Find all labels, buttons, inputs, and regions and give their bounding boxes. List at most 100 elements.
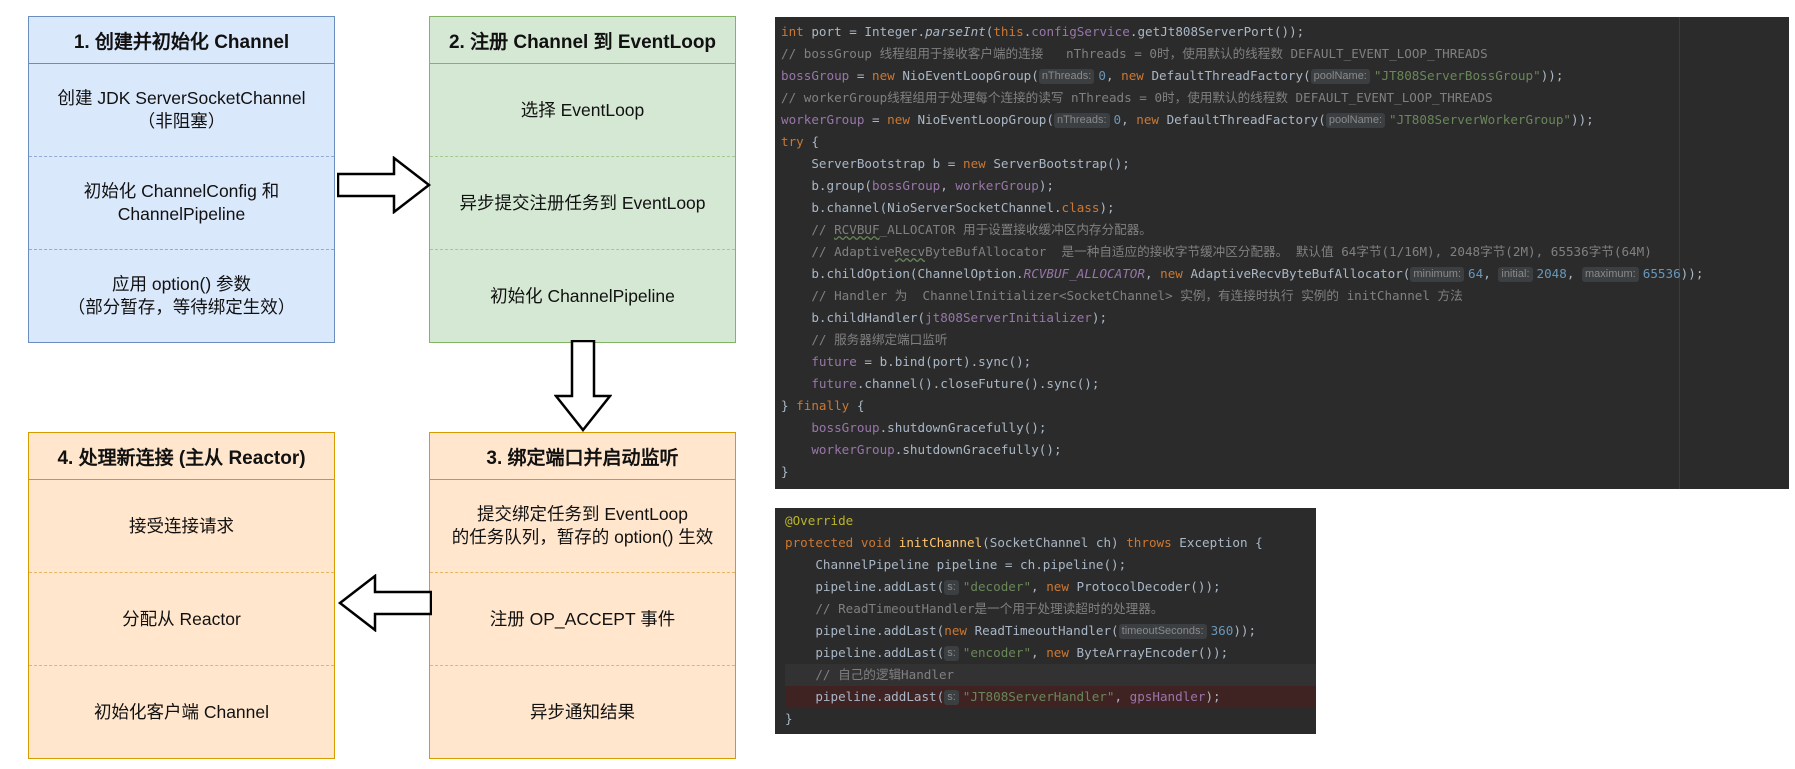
code-token: = bbox=[864, 112, 888, 127]
arrow-right-icon bbox=[337, 156, 432, 214]
stage-1-title: 1. 创建并初始化 Channel bbox=[29, 17, 334, 64]
code-token: pipeline.addLast( bbox=[785, 623, 945, 638]
code-line: b.childOption(ChannelOption.RCVBUF_ALLOC… bbox=[781, 263, 1789, 285]
code-line: } bbox=[781, 461, 1789, 483]
stage-2-step-3: 初始化 ChannelPipeline bbox=[430, 249, 735, 342]
code-line: pipeline.addLast(s:"decoder", new Protoc… bbox=[785, 576, 1316, 598]
stage-4-step-2: 分配从 Reactor bbox=[29, 572, 334, 665]
code-token: "encoder" bbox=[962, 645, 1032, 660]
code-token: ServerBootstrap(); bbox=[985, 156, 1130, 171]
code-token: b.childHandler( bbox=[781, 310, 926, 325]
code-token: this bbox=[993, 24, 1024, 39]
code-line: bossGroup = new NioEventLoopGroup(nThrea… bbox=[781, 65, 1789, 87]
arrow-down-icon bbox=[554, 340, 612, 432]
code-token: )); bbox=[1233, 623, 1257, 638]
code-token: = b.bind(port).sync(); bbox=[856, 354, 1032, 369]
code-line: // ReadTimeoutHandler是一个用于处理读超时的处理器。 bbox=[785, 598, 1316, 620]
stage-3-title: 3. 绑定端口并启动监听 bbox=[430, 433, 735, 480]
code-token: class bbox=[1061, 200, 1100, 215]
code-token: ByteArrayEncoder()); bbox=[1068, 645, 1229, 660]
code-token bbox=[781, 442, 811, 457]
code-token: new bbox=[1136, 112, 1160, 127]
stage-3-box: 3. 绑定端口并启动监听 提交绑定任务到 EventLoop 的任务队列，暂存的… bbox=[429, 432, 736, 759]
code-panel-bootstrap: int port = Integer.parseInt(this.configS… bbox=[775, 17, 1789, 489]
code-token: , bbox=[940, 178, 956, 193]
code-line: int port = Integer.parseInt(this.configS… bbox=[781, 21, 1789, 43]
code-line: b.group(bossGroup, workerGroup); bbox=[781, 175, 1789, 197]
code-token: 2048 bbox=[1536, 266, 1567, 281]
code-token: } bbox=[781, 398, 797, 413]
code-token: )); bbox=[1680, 266, 1704, 281]
stage-1-box: 1. 创建并初始化 Channel 创建 JDK ServerSocketCha… bbox=[28, 16, 335, 343]
code-token: pipeline.addLast( bbox=[785, 579, 945, 594]
code-token: @Override bbox=[785, 513, 854, 528]
stage-3-step-2: 注册 OP_ACCEPT 事件 bbox=[430, 572, 735, 665]
code-token: int bbox=[781, 24, 804, 39]
code-panel-initchannel: @Override protected void initChannel(Sock… bbox=[775, 508, 1316, 734]
stage-2-step-1: 选择 EventLoop bbox=[520, 99, 645, 120]
parameter-hint: s: bbox=[944, 646, 959, 661]
parameter-hint: poolName: bbox=[1310, 69, 1370, 84]
code-token: // 服务器绑定端口监听 bbox=[781, 332, 948, 347]
stage-1-step-1: 创建 JDK ServerSocketChannel （非阻塞） bbox=[57, 88, 306, 131]
code-token: .getJt808ServerPort()); bbox=[1129, 24, 1305, 39]
stage-1-step-3: 应用 option() 参数 （部分暂存，等待绑定生效） bbox=[29, 249, 334, 342]
code-token: DefaultThreadFactory( bbox=[1143, 68, 1311, 83]
code-line: // bossGroup 线程组用于接收客户端的连接 nThreads = 0时… bbox=[781, 43, 1789, 65]
parameter-hint: nThreads: bbox=[1038, 69, 1095, 84]
stage-4-step-1: 接受连接请求 bbox=[129, 515, 234, 536]
code-token: bossGroup bbox=[811, 420, 880, 435]
code-token: ChannelPipeline pipeline = ch.pipeline()… bbox=[785, 557, 1127, 572]
code-token: jt808ServerInitializer bbox=[925, 310, 1092, 325]
code-token: workerGroup bbox=[811, 442, 895, 457]
code-line: b.childHandler(jt808ServerInitializer); bbox=[781, 307, 1789, 329]
code-token: } bbox=[785, 711, 793, 726]
code-line: // RCVBUF_ALLOCATOR 用于设置接收缓冲区内存分配器。 bbox=[781, 219, 1789, 241]
code-token: ); bbox=[1038, 178, 1054, 193]
code-line: ChannelPipeline pipeline = ch.pipeline()… bbox=[785, 554, 1316, 576]
code-token: new bbox=[1160, 266, 1183, 281]
code-token: ProtocolDecoder()); bbox=[1068, 579, 1221, 594]
code-token: .shutdownGracefully(); bbox=[879, 420, 1047, 435]
code-token: = bbox=[849, 68, 872, 83]
parameter-hint: timeoutSeconds: bbox=[1118, 624, 1207, 639]
code-token: gpsHandler bbox=[1129, 689, 1206, 704]
code-token: parseInt bbox=[925, 24, 986, 39]
code-token: ); bbox=[1091, 310, 1108, 325]
code-token: , bbox=[1144, 266, 1161, 281]
code-token: { bbox=[803, 134, 819, 149]
code-line: @Override bbox=[785, 510, 1316, 532]
code-token: { bbox=[849, 398, 865, 413]
code-token: Recv bbox=[894, 244, 926, 259]
code-line: pipeline.addLast(new ReadTimeoutHandler(… bbox=[785, 620, 1316, 642]
code-token: b.childOption(ChannelOption. bbox=[781, 266, 1024, 281]
code-token: , bbox=[1031, 645, 1047, 660]
code-token: throws bbox=[1126, 535, 1172, 550]
code-line: protected void initChannel(SocketChannel… bbox=[785, 532, 1316, 554]
code-token: ); bbox=[1205, 689, 1221, 704]
code-token: b.group( bbox=[781, 178, 872, 193]
code-token: try bbox=[781, 134, 804, 149]
code-token: bossGroup bbox=[781, 68, 850, 83]
code-token: new bbox=[1046, 579, 1069, 594]
code-token: .shutdownGracefully(); bbox=[894, 442, 1062, 457]
code-line: ServerBootstrap b = new ServerBootstrap(… bbox=[781, 153, 1789, 175]
code-token bbox=[781, 354, 811, 369]
code-token: new bbox=[887, 112, 910, 127]
code-token: RCVBUF bbox=[834, 222, 880, 237]
code-token: initChannel bbox=[898, 535, 983, 550]
code-token: (SocketChannel ch) bbox=[982, 535, 1127, 550]
parameter-hint: poolName: bbox=[1325, 113, 1386, 128]
code-token: .channel().closeFuture().sync(); bbox=[856, 376, 1100, 391]
code-token: // bossGroup 线程组用于接收客户端的连接 nThreads = 0时… bbox=[781, 46, 1488, 61]
code-token: pipeline.addLast( bbox=[785, 645, 945, 660]
stage-4-step-3: 初始化客户端 Channel bbox=[29, 665, 334, 758]
code-line: // Handler 为 ChannelInitializer<SocketCh… bbox=[781, 285, 1789, 307]
stage-3-step-1: 提交绑定任务到 EventLoop 的任务队列，暂存的 option() 生效 bbox=[451, 504, 714, 547]
code-token: , bbox=[1105, 68, 1122, 83]
code-line: bossGroup.shutdownGracefully(); bbox=[781, 417, 1789, 439]
code-token: protected void bbox=[785, 535, 892, 550]
code-token: 64 bbox=[1468, 266, 1484, 281]
code-line: workerGroup.shutdownGracefully(); bbox=[781, 439, 1789, 461]
code-line: future = b.bind(port).sync(); bbox=[781, 351, 1789, 373]
